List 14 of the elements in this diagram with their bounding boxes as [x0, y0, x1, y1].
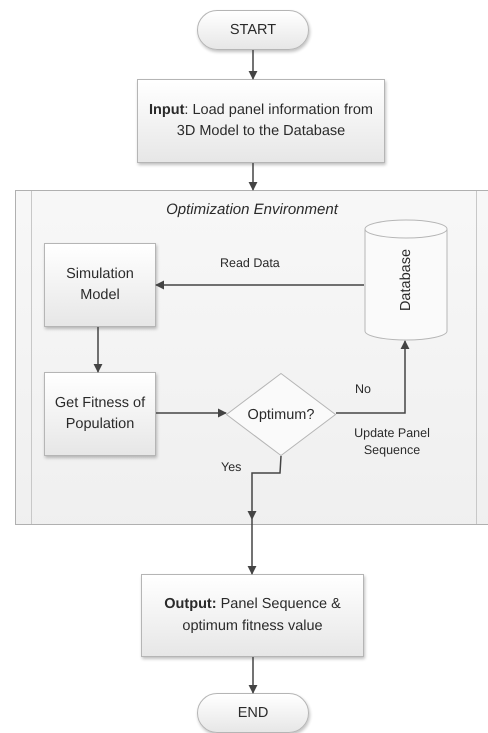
edge-label: Yes [221, 458, 242, 476]
node-text: Optimum? [248, 406, 314, 422]
process-box: Output: Panel Sequence & optimum fitness value [141, 574, 364, 657]
node-text: Database [398, 248, 414, 312]
process-box: Get Fitness of Population [44, 372, 156, 456]
terminal-pill: END [197, 693, 309, 733]
process-box: Input: Load panel information from 3D Model to the Database [137, 79, 385, 163]
process-box: Simulation Model [44, 243, 156, 327]
edge-label: No [355, 380, 371, 398]
edge-note: Update Panel Sequence [353, 425, 431, 459]
edge-label: Read Data [220, 254, 280, 272]
panel-heading: Optimization Environment [166, 201, 338, 218]
environment-panel [15, 190, 488, 525]
terminal-pill: START [197, 10, 309, 50]
